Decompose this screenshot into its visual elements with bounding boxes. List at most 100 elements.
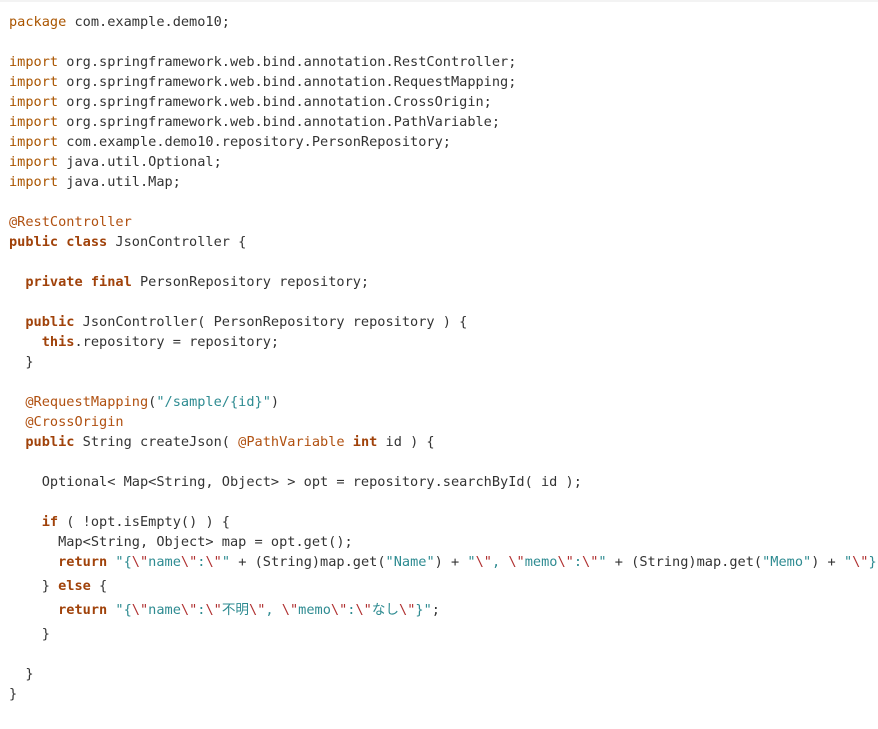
code-token-plain: java.util.Optional; [58,154,222,170]
code-token-plain: ) [270,394,280,410]
code-token-string: "Name" [385,554,435,570]
code-token-plain: .repository = repository; [74,334,280,350]
code-token-string: "/sample/{id}" [156,394,271,410]
code-block[interactable]: package com.example.demo10; import org.s… [9,12,878,717]
code-token-string: }" [868,554,878,570]
code-token-annotation: @RequestMapping [25,394,149,410]
code-token-escape: \" [281,602,299,618]
code-token-plain: JsonController { [107,234,247,250]
code-token-escape: \" [249,602,266,618]
code-line [9,252,878,272]
code-token-string: : [197,602,206,618]
code-token-keyword: import [9,114,59,130]
code-token-keyword-bold: this [41,334,75,350]
code-token-plain: org.springframework.web.bind.annotation.… [58,94,492,110]
code-line: this.repository = repository; [9,332,878,352]
code-line: import java.util.Map; [9,172,878,192]
code-token-plain [9,434,25,450]
code-token-string: , [265,602,282,618]
code-token-keyword: import [9,54,59,70]
code-token-string: name [148,554,181,570]
code-token-keyword-bold: public [9,234,59,250]
code-token-plain: } [9,626,50,642]
code-token-escape: \" [557,554,574,570]
code-line [9,492,878,512]
code-token-plain: com.example.demo10.repository.PersonRepo… [58,134,451,150]
code-token-plain: PersonRepository repository; [131,274,370,290]
code-token-plain: } [9,578,59,594]
code-line: import java.util.Optional; [9,152,878,172]
code-token-plain: id ) { [377,434,435,450]
code-line [9,644,878,664]
code-token-plain: ( [148,394,157,410]
code-token-plain [9,602,58,618]
code-line: return "{\"name\":\"" + (String)map.get(… [9,552,878,576]
code-token-string: " [598,554,607,570]
code-token-escape: \" [399,602,416,618]
code-token-plain: org.springframework.web.bind.annotation.… [58,114,501,130]
code-line: @RestController [9,212,878,232]
code-line: public JsonController( PersonRepository … [9,312,878,332]
code-token-plain: } [9,686,18,702]
code-line [9,372,878,392]
code-token-plain: } [9,666,34,682]
code-token-keyword-bold: if [41,514,59,530]
code-line: private final PersonRepository repositor… [9,272,878,292]
code-token-keyword-bold: public [25,314,75,330]
code-token-keyword-bold: class [66,234,108,250]
code-token-keyword: import [9,134,59,150]
code-token-string: "{ [115,554,132,570]
code-token-keyword: import [9,174,59,190]
code-token-annotation: @CrossOrigin [25,414,124,430]
code-token-escape: \" [355,602,372,618]
code-line: } [9,624,878,644]
code-token-escape: \" [131,554,149,570]
code-token-keyword-bold: else [58,578,91,594]
code-token-escape: \" [508,554,525,570]
code-token-keyword-bold: final [90,274,132,290]
code-token-plain [9,334,42,350]
code-token-plain [345,434,353,450]
code-line: } else { [9,576,878,600]
code-token-string: : [347,602,356,618]
code-token-plain: + (String)map.get( [230,554,386,570]
code-token-escape: \" [205,602,222,618]
code-line: if ( !opt.isEmpty() ) { [9,512,878,532]
code-token-keyword-bold: private [25,274,83,290]
code-token-plain: com.example.demo10; [66,14,230,30]
code-token-keyword-bold: public [25,434,75,450]
code-token-plain: org.springframework.web.bind.annotation.… [58,74,517,90]
code-token-string: : [197,554,206,570]
code-token-escape: \" [131,602,149,618]
code-line: } [9,664,878,684]
code-token-string: 不明 [221,602,250,618]
code-token-escape: \" [582,554,599,570]
code-token-plain [9,514,42,530]
code-line: import org.springframework.web.bind.anno… [9,112,878,132]
code-token-plain: ) + [434,554,468,570]
code-token-string: なし [371,602,400,618]
code-line: return "{\"name\":\"不明\", \"memo\":\"なし\… [9,600,878,624]
code-line: package com.example.demo10; [9,12,878,32]
code-token-string: "{ [115,602,132,618]
code-token-plain: ; [431,602,440,618]
code-token-keyword: package [9,14,67,30]
code-token-plain: String createJson( [74,434,239,450]
code-token-escape: \" [180,602,198,618]
code-token-keyword: import [9,94,59,110]
code-token-string: : [573,554,583,570]
code-token-plain [9,274,25,290]
code-line: Map<String, Object> map = opt.get(); [9,532,878,552]
code-line [9,452,878,472]
code-token-plain [9,554,58,570]
code-token-escape: \" [180,554,198,570]
code-line: public String createJson( @PathVariable … [9,432,878,452]
code-token-plain: Optional< Map<String, Object> > opt = re… [9,474,582,490]
code-token-annotation: @PathVariable [238,434,345,450]
code-line: public class JsonController { [9,232,878,252]
code-token-plain [9,314,25,330]
code-line: @RequestMapping("/sample/{id}") [9,392,878,412]
code-line: Optional< Map<String, Object> > opt = re… [9,472,878,492]
code-line: @CrossOrigin [9,412,878,432]
code-token-keyword-bold: return [58,602,108,618]
